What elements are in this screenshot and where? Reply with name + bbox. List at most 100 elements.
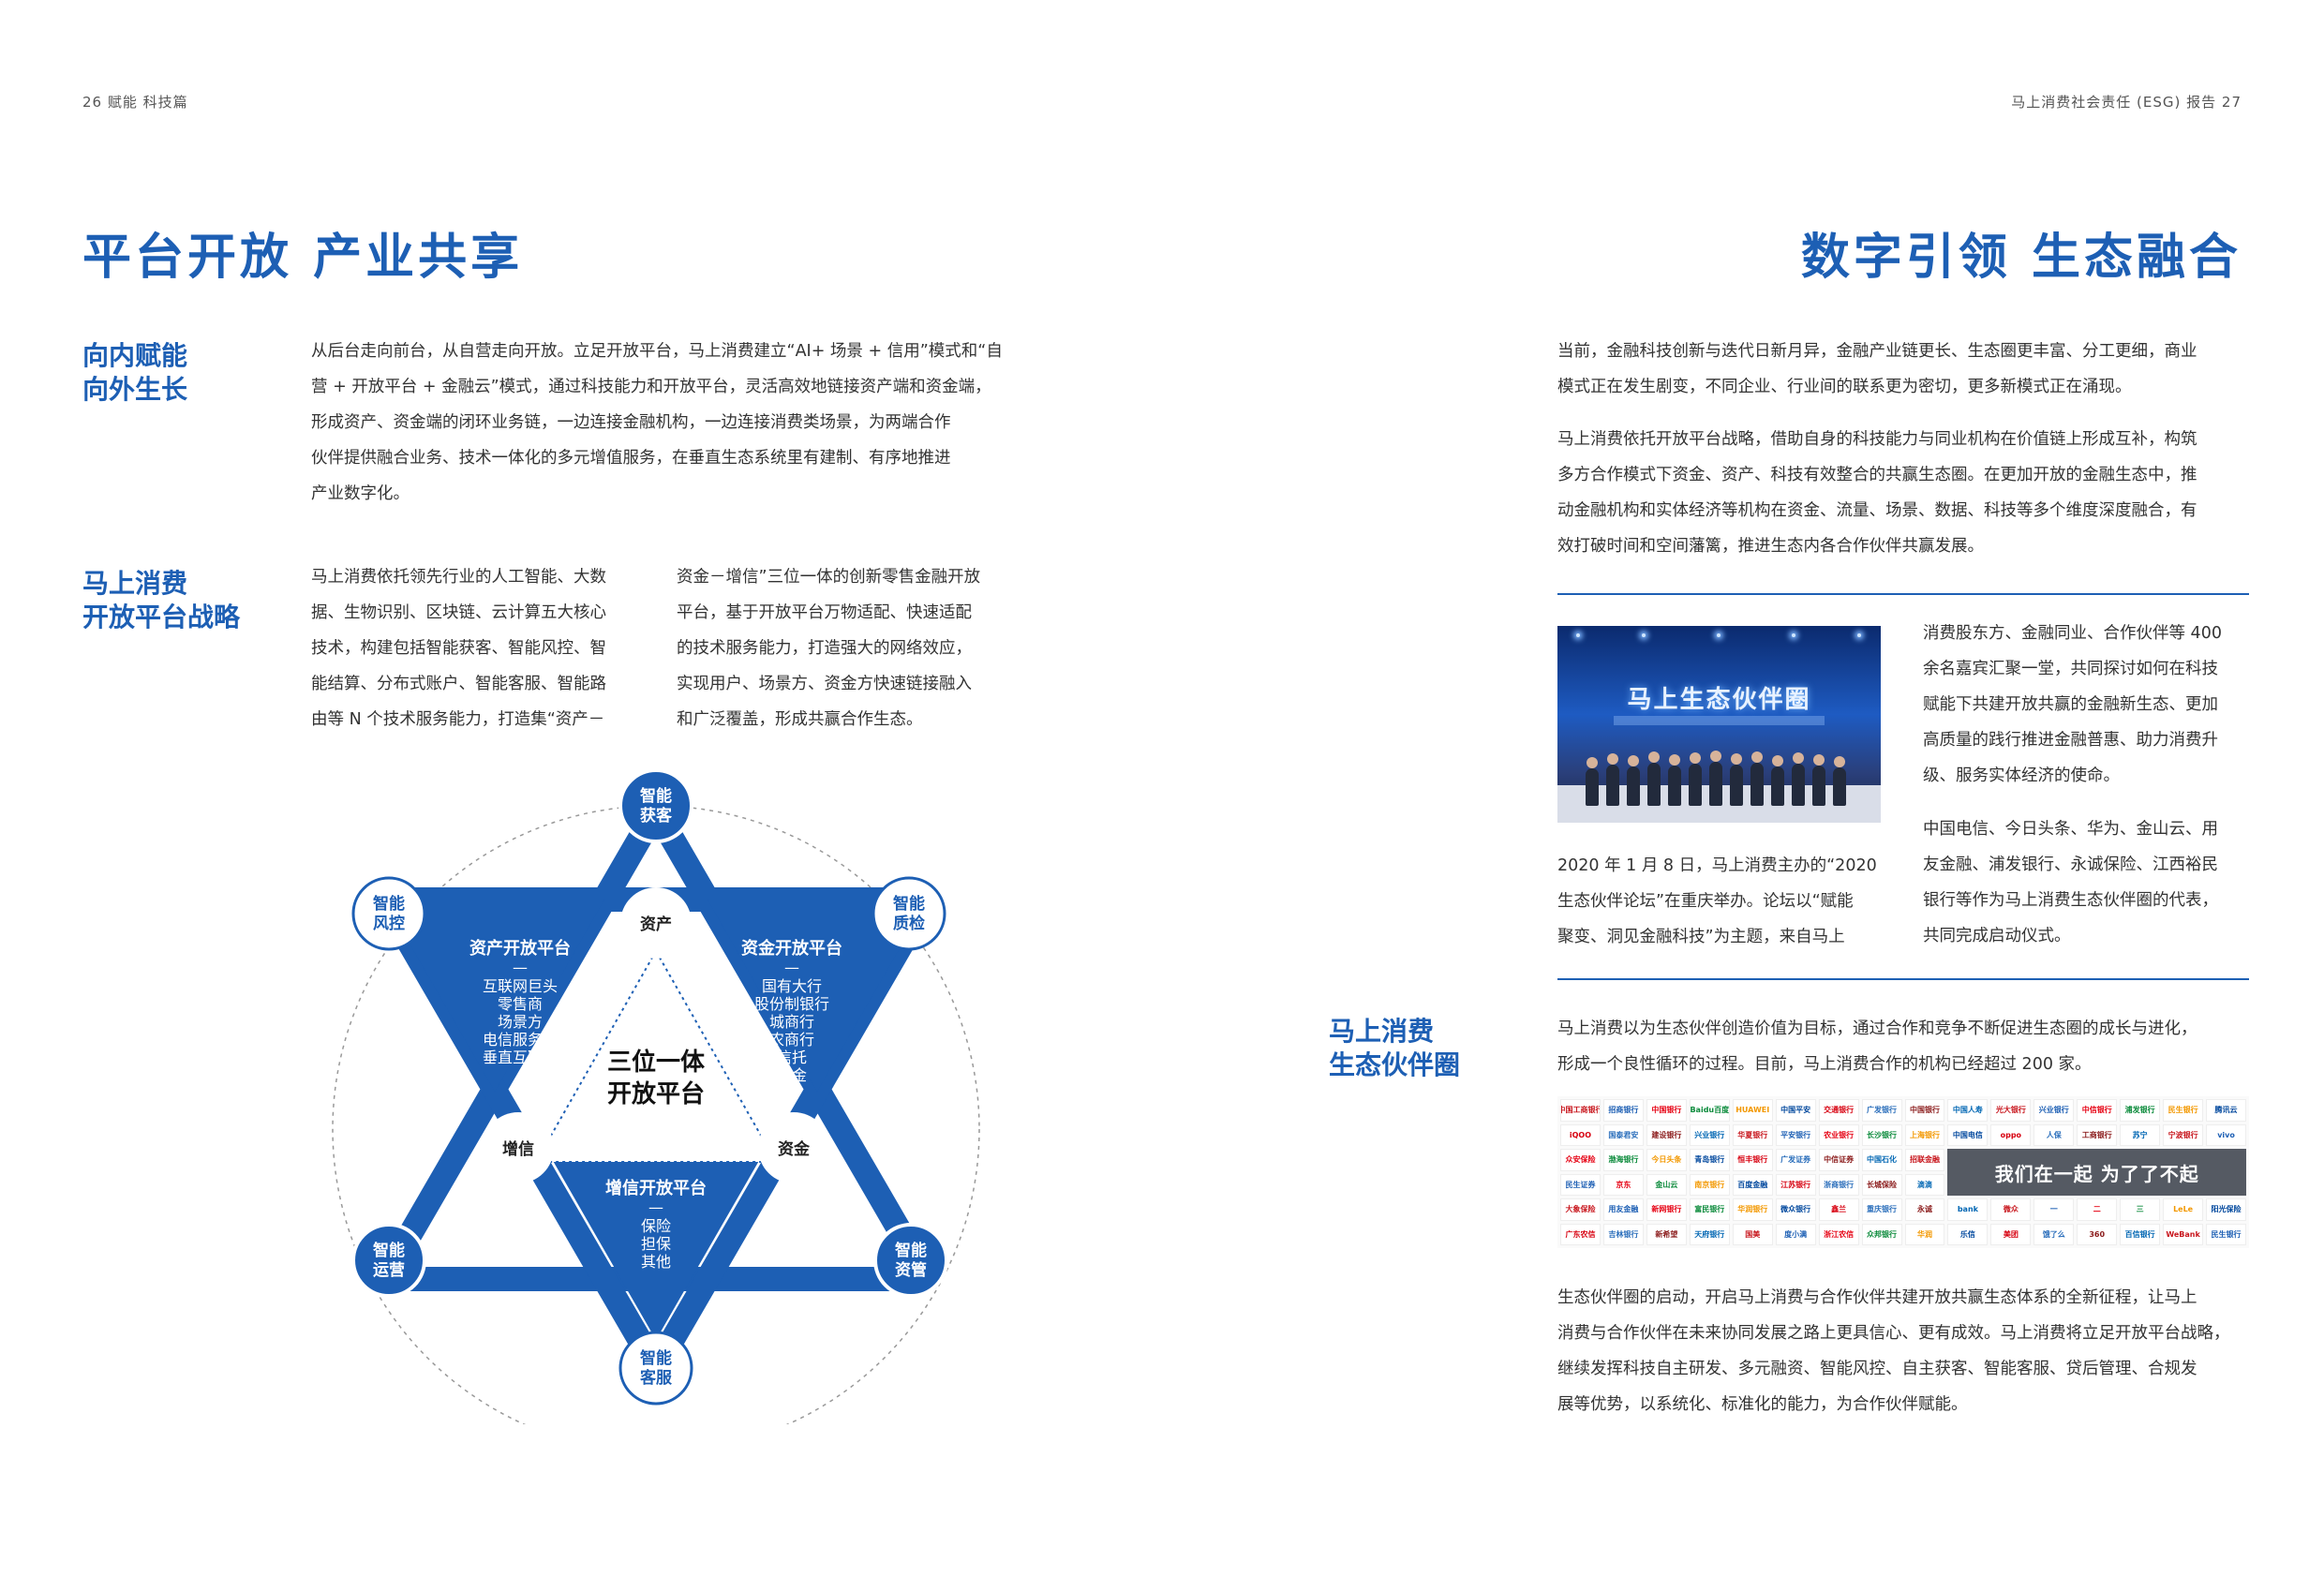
partner-logo: 民生证券 bbox=[1560, 1173, 1601, 1196]
fund-platform-text: 资金开放平台 — 国有大行 股份制银行 城商行 农商行 信托 消金 bbox=[741, 938, 842, 1084]
asset-platform-item: 电信服务商 bbox=[483, 1031, 558, 1049]
text-line: 马上消费依托领先行业的人工智能、大数 bbox=[311, 568, 606, 587]
person-figure bbox=[1750, 751, 1764, 806]
partner-logo: 滴滴 bbox=[1904, 1173, 1945, 1196]
partner-logo: 中国人寿 bbox=[1947, 1099, 1989, 1122]
text-line: 马上消费依托开放平台战略，借助自身的科技能力与同业机构在价值链上形成互补，构筑 bbox=[1557, 430, 2197, 449]
partner-logo: 阳光保险 bbox=[2206, 1198, 2246, 1221]
asset-platform-item: 互联网巨头 bbox=[483, 977, 558, 995]
vertex-badge-asset bbox=[620, 887, 692, 959]
text-line: 消费与合作伙伴在未来协同发展之路上更具信心、更有成效。马上消费将立足开放平台战略… bbox=[1557, 1324, 2230, 1343]
partner-logo: 腾讯云 bbox=[2206, 1099, 2246, 1122]
vertex-badge-credit bbox=[483, 1112, 554, 1183]
asset-platform-title: 资产开放平台 bbox=[469, 938, 571, 959]
diagram-svg: 资产 增信 资金 三位一体 开放平台 资产开放平台 — 互联网巨头 零售商 场景… bbox=[332, 768, 980, 1453]
node-bottom-line2: 客服 bbox=[639, 1368, 673, 1388]
partner-logo: 招商银行 bbox=[1602, 1099, 1644, 1122]
text-line: 营 + 开放平台 + 金融云”模式，通过科技能力和开放平台，灵活高效地链接资产端… bbox=[311, 378, 991, 396]
right-intro-1: 当前，金融科技创新与迭代日新月异，金融产业链更长、生态圈更丰富、分工更细，商业 … bbox=[1557, 334, 2249, 405]
partner-logo: 光大银行 bbox=[1990, 1099, 2032, 1122]
partner-logo: 浦发银行 bbox=[2120, 1099, 2161, 1122]
partner-logo: 浙商银行 bbox=[1818, 1173, 1859, 1196]
stage-light bbox=[1792, 633, 1795, 637]
node-top: 智能 获客 bbox=[618, 768, 693, 843]
text-line: 和广泛覆盖，形成共赢合作生态。 bbox=[677, 710, 923, 729]
text-line: 赋能下共建开放共赢的金融新生态、更加 bbox=[1923, 695, 2218, 714]
stage-light bbox=[1576, 633, 1580, 637]
partner-logo: 新希望 bbox=[1646, 1223, 1687, 1245]
partner-logo: 中国平安 bbox=[1775, 1099, 1816, 1122]
partner-logo: 度小满 bbox=[1775, 1223, 1816, 1245]
partner-logo: 中国银行 bbox=[1904, 1099, 1945, 1122]
stage-light bbox=[1717, 633, 1721, 637]
text-line: 由等 N 个技术服务能力，打造集“资产－ bbox=[311, 710, 605, 729]
asset-platform-item: 场景方 bbox=[498, 1013, 543, 1031]
node-bottom-line1: 智能 bbox=[640, 1348, 672, 1368]
credit-platform-text: 增信开放平台 — 保险 担保 其他 bbox=[605, 1178, 707, 1271]
partner-logo: 一 bbox=[2034, 1198, 2075, 1221]
partner-logo: 交通银行 bbox=[1818, 1099, 1859, 1122]
partner-logo: 鑫兰 bbox=[1818, 1198, 1859, 1221]
person-figure bbox=[1606, 753, 1619, 806]
asset-platform-text: 资产开放平台 — 互联网巨头 零售商 场景方 电信服务商 垂直互联网 bbox=[469, 938, 571, 1066]
partner-logo: iQOO bbox=[1560, 1123, 1601, 1146]
partner-logo: 用友金融 bbox=[1602, 1198, 1644, 1221]
partner-logo: 京东 bbox=[1602, 1173, 1644, 1196]
text-line: 展等优势，以系统化、标准化的能力，为合作伙伴赋能。 bbox=[1557, 1395, 1968, 1414]
photo-banner-subline bbox=[1614, 716, 1825, 725]
text-line: 据、生物识别、区块链、云计算五大核心 bbox=[311, 603, 606, 622]
credit-platform-region bbox=[548, 1153, 764, 1340]
text-line: 继续发挥科技自主研发、多元融资、智能风控、自主获客、智能客服、贷后管理、合规发 bbox=[1557, 1360, 2197, 1378]
partner-logo: 人保 bbox=[2034, 1123, 2075, 1146]
partner-logo: 重庆银行 bbox=[1861, 1198, 1902, 1221]
photo-side-text-2: 中国电信、今日头条、华为、金山云、用 友金融、浦发银行、永诚保险、江西裕民 银行… bbox=[1923, 811, 2249, 954]
partner-logo: 民生银行 bbox=[2206, 1223, 2246, 1245]
node-top-right-line1: 智能 bbox=[893, 894, 925, 914]
person-figure bbox=[1647, 751, 1661, 806]
photo-banner-text: 马上生态伙伴圈 bbox=[1627, 686, 1811, 714]
credit-platform-dash: — bbox=[648, 1198, 663, 1216]
text-line: 从后台走向前台，从自营走向开放。立足开放平台，马上消费建立“AI+ 场景 + 信… bbox=[311, 342, 1003, 361]
section2-column-1: 马上消费依托领先行业的人工智能、大数 据、生物识别、区块链、云计算五大核心 技术… bbox=[311, 559, 639, 737]
person-figure bbox=[1771, 755, 1784, 806]
partner-logo: 中信证券 bbox=[1818, 1149, 1859, 1171]
photo-side-text-1: 消费股东方、金融同业、合作伙伴等 400 余名嘉宾汇聚一堂，共同探讨如何在科技 … bbox=[1923, 616, 2249, 794]
partner-logo: 微众 bbox=[1990, 1198, 2032, 1221]
partner-logo: HUAWEI bbox=[1732, 1099, 1773, 1122]
section-heading-line: 马上消费 bbox=[82, 568, 188, 599]
partner-logo: 农业银行 bbox=[1818, 1123, 1859, 1146]
section-heading-line: 马上消费 bbox=[1329, 1016, 1435, 1047]
asset-platform-region bbox=[384, 900, 604, 1092]
ecosystem-paragraph: 马上消费以为生态伙伴创造价值为目标，通过合作和竞争不断促进生态圈的成长与进化， … bbox=[1557, 1011, 2249, 1082]
divider-bottom bbox=[1557, 978, 2249, 980]
person-figure bbox=[1668, 754, 1681, 806]
partner-logo: 大象保险 bbox=[1560, 1198, 1601, 1221]
section-heading-line: 开放平台战略 bbox=[82, 602, 241, 632]
text-line: 效打破时间和空间藩篱，推进生态内各合作伙伴共赢发展。 bbox=[1557, 537, 1984, 556]
asset-platform-item: 零售商 bbox=[498, 995, 543, 1013]
fund-platform-dash: — bbox=[784, 959, 799, 976]
node-top-left-line2: 风控 bbox=[373, 914, 405, 933]
text-line: 余名嘉宾汇聚一堂，共同探讨如何在科技 bbox=[1923, 660, 2218, 678]
text-line: 技术，构建包括智能获客、智能风控、智 bbox=[311, 639, 606, 658]
partner-logo: Baidu百度 bbox=[1689, 1099, 1730, 1122]
person-figure bbox=[1792, 752, 1805, 806]
fund-platform-item: 股份制银行 bbox=[754, 995, 829, 1013]
center-title-line1: 三位一体 bbox=[607, 1048, 706, 1077]
section1-paragraph: 从后台走向前台，从自营走向开放。立足开放平台，马上消费建立“AI+ 场景 + 信… bbox=[311, 334, 1005, 512]
credit-platform-title: 增信开放平台 bbox=[605, 1178, 707, 1198]
partner-logo: 国泰君安 bbox=[1602, 1123, 1644, 1146]
open-platform-diagram: 资产 增信 资金 三位一体 开放平台 资产开放平台 — 互联网巨头 零售商 场景… bbox=[319, 768, 1012, 1453]
vertex-badge-fund bbox=[758, 1112, 829, 1183]
person-figure bbox=[1812, 754, 1825, 806]
partner-logo: 广发证券 bbox=[1775, 1149, 1816, 1171]
vertex-label-asset: 资产 bbox=[640, 915, 672, 934]
partner-logo: 华润 bbox=[1904, 1223, 1945, 1245]
partner-logo: 上海银行 bbox=[1904, 1123, 1945, 1146]
text-line: 平台，基于开放平台万物适配、快速适配 bbox=[677, 603, 972, 622]
node-top-left-line1: 智能 bbox=[373, 894, 405, 914]
partner-logo: 吉林银行 bbox=[1602, 1223, 1644, 1245]
partner-logo: 新网银行 bbox=[1646, 1198, 1687, 1221]
page-header-left: 26 赋能 科技篇 bbox=[82, 94, 188, 111]
text-line: 消费股东方、金融同业、合作伙伴等 400 bbox=[1923, 624, 2222, 643]
